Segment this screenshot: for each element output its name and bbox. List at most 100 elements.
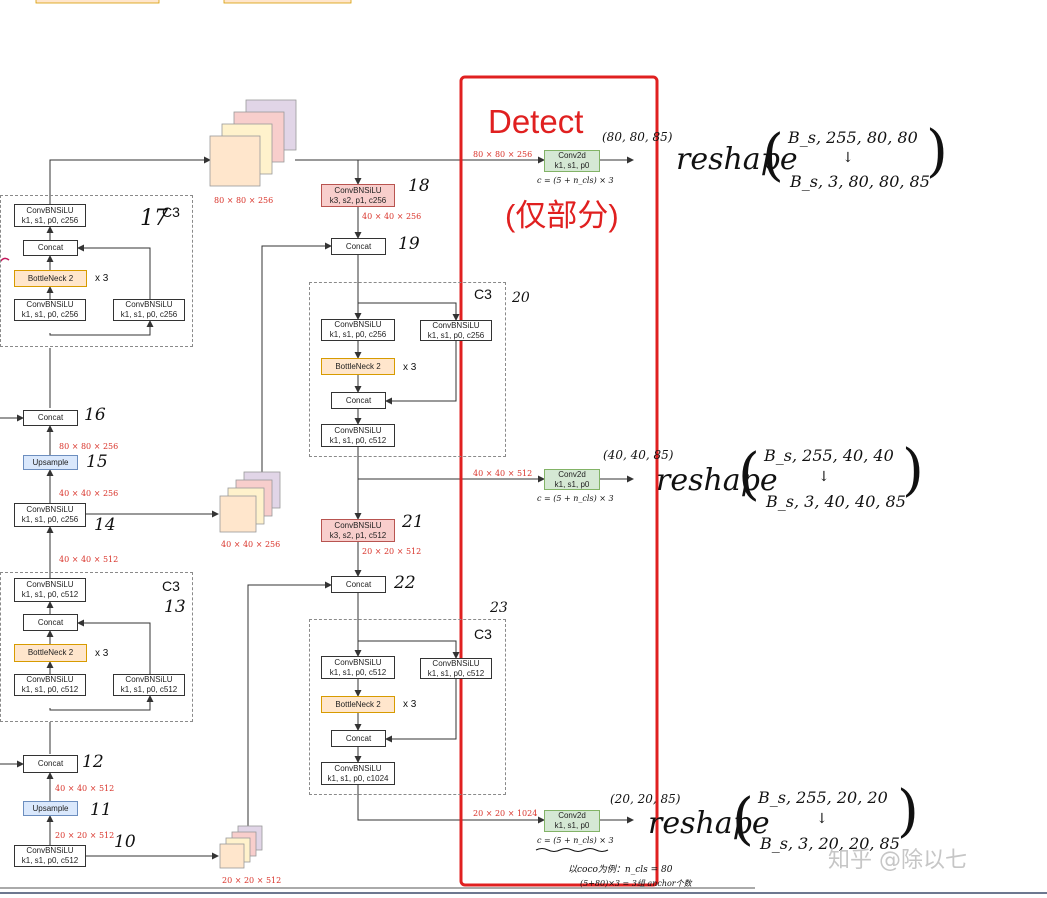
layer-number: 18 <box>408 176 430 196</box>
anchor-note: (5+80)×3 = 3组 anchor个数 <box>580 879 692 888</box>
repeat-label: x 3 <box>95 648 109 659</box>
upsample-block: Upsample <box>23 801 78 816</box>
output-shape-note: (80, 80, 85) <box>602 130 673 144</box>
close-paren: ) <box>926 119 948 184</box>
coco-note: 以coco为例：n_cls = 80 <box>568 865 673 875</box>
dimension-label: 40 × 40 × 512 <box>55 784 115 793</box>
dimension-label: 80 × 80 × 256 <box>214 196 274 205</box>
reshape-note: reshape <box>648 806 770 841</box>
c3-label: C3 <box>474 286 492 302</box>
concat-block: Concat <box>23 614 78 631</box>
concat-block: Concat <box>331 392 386 409</box>
concat-block: Concat <box>23 410 78 426</box>
dimension-label: 80 × 80 × 256 <box>473 150 533 159</box>
reshape-input-shape: B_s, 255, 80, 80 <box>788 128 918 147</box>
reshape-output-shape: B_s, 3, 20, 20, 85 <box>760 834 900 853</box>
c3-label: C3 <box>474 626 492 642</box>
repeat-label: x 3 <box>403 699 417 710</box>
dimension-label: 80 × 80 × 256 <box>59 442 119 451</box>
concat-block: Concat <box>23 240 78 256</box>
layer-number: 10 <box>114 832 136 852</box>
reshape-arrow: ↓ <box>842 150 854 166</box>
layer-number: 15 <box>86 452 108 472</box>
dimension-label: 40 × 40 × 256 <box>59 489 119 498</box>
concat-block: Concat <box>331 576 386 593</box>
reshape-input-shape: B_s, 255, 40, 40 <box>764 446 894 465</box>
dimension-label: 40 × 40 × 512 <box>59 555 119 564</box>
reshape-input-shape: B_s, 255, 20, 20 <box>758 788 888 807</box>
dimension-label: 40 × 40 × 256 <box>362 212 422 221</box>
layer-number: 20 <box>512 290 530 306</box>
layer-number: 22 <box>394 573 416 593</box>
dimension-label: 20 × 20 × 512 <box>222 876 282 885</box>
dimension-label: 20 × 20 × 512 <box>55 831 115 840</box>
layer-number: 14 <box>94 515 116 535</box>
reshape-arrow: ↓ <box>818 469 830 485</box>
bottleneck-block: BottleNeck 2 <box>321 358 395 375</box>
dimension-label: 20 × 20 × 1024 <box>473 809 538 818</box>
dimension-label: 40 × 40 × 512 <box>473 469 533 478</box>
c3-group-13 <box>0 572 193 722</box>
concat-block: Concat <box>331 730 386 747</box>
detect-frame <box>459 75 659 887</box>
reshape-output-shape: B_s, 3, 80, 80, 85 <box>790 172 930 191</box>
layer-number: 19 <box>398 234 420 254</box>
c3-group-17 <box>0 195 193 347</box>
reshape-note: reshape <box>656 463 778 498</box>
dimension-label: 20 × 20 × 512 <box>362 547 422 556</box>
c3-label: C3 <box>162 204 180 220</box>
repeat-label: x 3 <box>95 273 109 284</box>
close-paren: ) <box>902 438 924 503</box>
output-shape-note: (20, 20, 85) <box>610 792 681 806</box>
upsample-block: Upsample <box>23 455 78 470</box>
detect-title: Detect <box>488 103 584 140</box>
c3-group-20 <box>309 282 506 457</box>
layer-number: 13 <box>164 597 186 617</box>
open-paren: ( <box>738 442 760 507</box>
reshape-arrow: ↓ <box>816 811 828 827</box>
layer-number: 11 <box>90 800 112 820</box>
concat-block: Concat <box>23 755 78 773</box>
bottleneck-block: BottleNeck 2 <box>14 644 87 662</box>
bottleneck-block: BottleNeck 2 <box>14 270 87 287</box>
channel-formula: c = (5 + n_cls) × 3 <box>537 176 614 185</box>
output-shape-note: (40, 40, 85) <box>603 448 674 462</box>
c3-group-23 <box>309 619 506 795</box>
layer-number: 17 <box>140 206 168 231</box>
layer-number: 23 <box>490 600 508 616</box>
repeat-label: x 3 <box>403 362 417 373</box>
concat-block: Concat <box>331 238 386 255</box>
layer-number: 12 <box>82 752 104 772</box>
open-paren: ( <box>762 123 784 188</box>
layer-number: 16 <box>84 405 106 425</box>
detect-subtitle: (仅部分) <box>505 198 619 233</box>
channel-formula: c = (5 + n_cls) × 3 <box>537 836 614 845</box>
layer-number: 21 <box>402 512 424 532</box>
open-paren: ( <box>732 787 754 852</box>
reshape-output-shape: B_s, 3, 40, 40, 85 <box>766 492 906 511</box>
watermark: 知乎 @除以七 <box>828 848 967 873</box>
close-paren: ) <box>897 779 919 844</box>
c3-label: C3 <box>162 578 180 594</box>
bottleneck-block: BottleNeck 2 <box>321 696 395 713</box>
